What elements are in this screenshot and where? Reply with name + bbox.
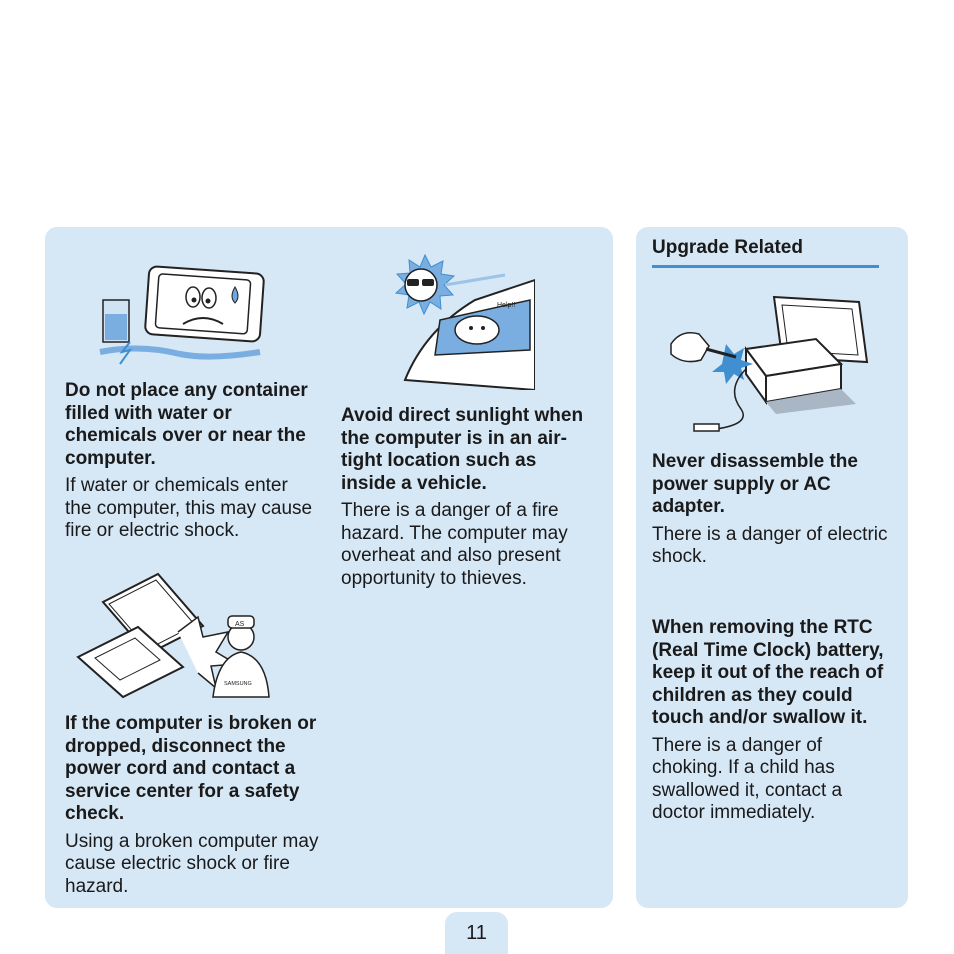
adapter-warning-body: There is a danger of electric shock.	[652, 523, 888, 568]
rtc-warning-heading: When removing the RTC (Real Time Clock) …	[652, 617, 884, 728]
water-warning-body: If water or chemicals enter the computer…	[65, 475, 313, 541]
broken-warning-body: Using a broken computer may cause electr…	[65, 830, 319, 897]
sunlight-warning-body: There is a danger of a fire hazard. The …	[341, 500, 568, 589]
water-spill-illustration	[99, 265, 265, 365]
rtc-warning-body: There is a danger of choking. If a child…	[652, 734, 843, 824]
water-warning: Do not place any container filled with w…	[65, 380, 315, 543]
left-panel: Do not place any container filled with w…	[45, 227, 613, 908]
sunlight-warning-heading: Avoid direct sunlight when the computer …	[341, 405, 584, 494]
rtc-warning: When removing the RTC (Real Time Clock) …	[652, 617, 897, 825]
section-title: Upgrade Related	[652, 237, 879, 268]
adapter-warning-heading: Never disassemble the power supply or AC…	[652, 451, 858, 517]
sunlight-car-illustration: Help!!	[394, 253, 535, 390]
broken-warning: If the computer is broken or dropped, di…	[65, 713, 320, 898]
sunlight-warning: Avoid direct sunlight when the computer …	[341, 405, 596, 590]
water-warning-heading: Do not place any container filled with w…	[65, 380, 308, 469]
broken-laptop-illustration: AS SAMSUNG	[76, 572, 270, 699]
page-number: 11	[445, 912, 508, 954]
right-panel: Upgrade Related Never disassemble the po…	[636, 227, 908, 908]
cap-text: AS	[235, 621, 245, 628]
shirt-text: SAMSUNG	[224, 681, 252, 687]
help-text: Help!!	[497, 302, 515, 309]
broken-warning-heading: If the computer is broken or dropped, di…	[65, 713, 317, 824]
adapter-disassembly-illustration	[670, 295, 869, 432]
adapter-warning: Never disassemble the power supply or AC…	[652, 451, 897, 569]
